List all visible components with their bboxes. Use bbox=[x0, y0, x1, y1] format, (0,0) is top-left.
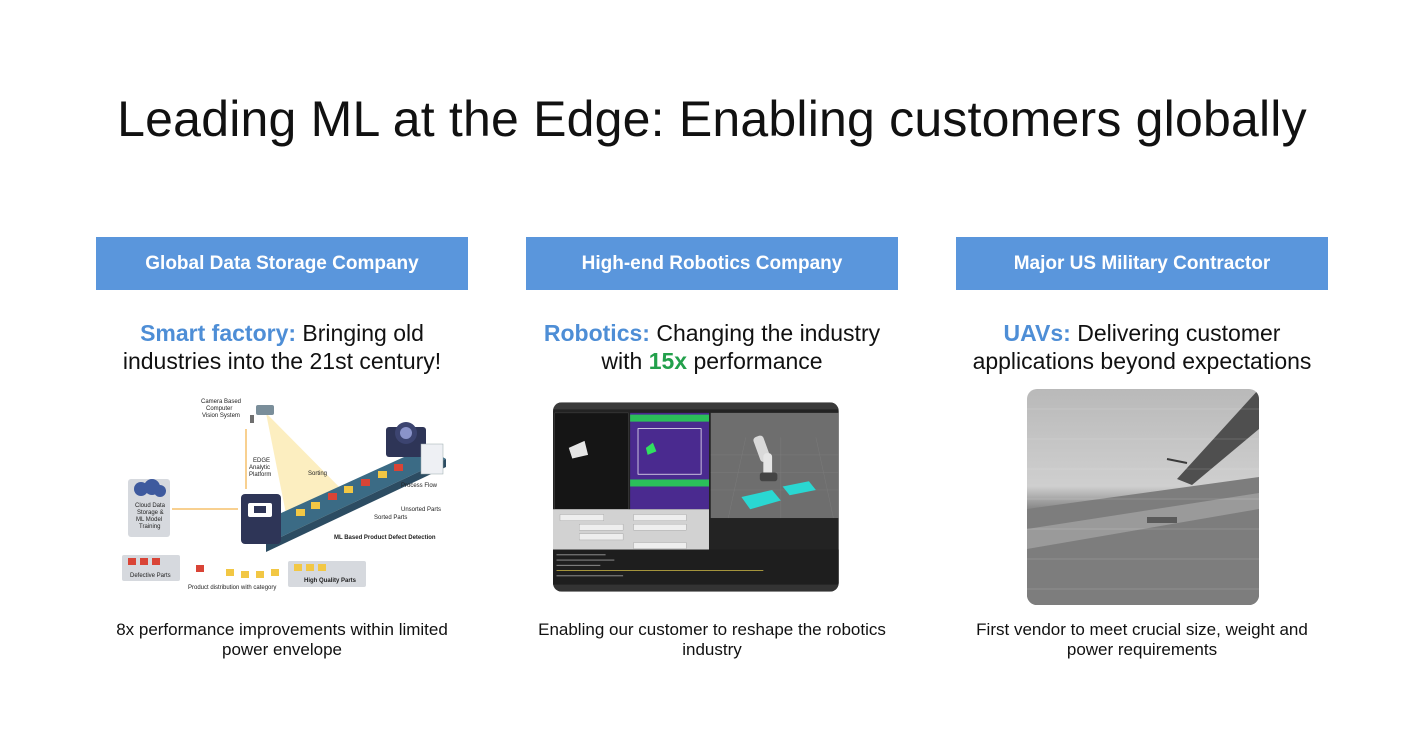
panel-button[interactable] bbox=[633, 514, 687, 521]
cloud-label-3: ML Model bbox=[136, 517, 162, 523]
headline-text: Delivering customer applications beyond … bbox=[972, 320, 1312, 374]
bin-left bbox=[741, 489, 781, 510]
column-header: Global Data Storage Company bbox=[96, 237, 468, 290]
sorted-label: Sorted Parts bbox=[374, 515, 407, 521]
cloud-storage-icon bbox=[128, 479, 170, 537]
console-output bbox=[553, 549, 839, 585]
column-caption: First vendor to meet crucial size, weigh… bbox=[976, 620, 1308, 659]
sorting-label: Sorting bbox=[308, 471, 327, 477]
input-depth-view bbox=[554, 412, 629, 510]
headline-accent: UAVs: bbox=[1003, 320, 1071, 346]
headline-text: Changing the industry with bbox=[601, 320, 881, 374]
conveyor-parts bbox=[296, 464, 403, 516]
edge-label-1: EDGE bbox=[253, 458, 270, 464]
process-flow-label: Process Flow bbox=[401, 483, 438, 489]
edge-platform-icon bbox=[241, 494, 281, 544]
headline-highlight: 15x bbox=[648, 348, 688, 374]
robot-3d-view bbox=[710, 412, 839, 519]
camera-label-2: Computer bbox=[206, 406, 232, 412]
unsorted-label: Unsorted Parts bbox=[401, 507, 441, 513]
camera-label-3: Vision System bbox=[202, 413, 240, 419]
panel-button[interactable] bbox=[579, 523, 624, 531]
panel-button[interactable] bbox=[633, 542, 687, 549]
distribution-parts bbox=[196, 565, 279, 578]
robot-arm-icon bbox=[753, 435, 778, 482]
bin-right bbox=[782, 481, 816, 496]
smart-factory-diagram: Camera Based Computer Vision System Proc… bbox=[122, 399, 446, 591]
defective-parts-bin bbox=[122, 555, 180, 581]
robotics-software-screenshot bbox=[553, 402, 839, 592]
high-quality-label: High Quality Parts bbox=[304, 578, 357, 584]
cloud-label-2: Storage & bbox=[137, 510, 164, 516]
depth-heatmap-view bbox=[630, 412, 709, 510]
high-quality-parts-bin bbox=[288, 561, 366, 587]
column-caption: Enabling our customer to reshape the rob… bbox=[538, 620, 886, 659]
ground-vehicle bbox=[1147, 517, 1177, 523]
slide-title: Leading ML at the Edge: Enabling custome… bbox=[117, 91, 1307, 147]
case-study-uav: Major US Military Contractor UAVs: Deliv… bbox=[956, 237, 1328, 659]
headline-accent: Smart factory: bbox=[140, 320, 297, 346]
edge-label-2: Analytic bbox=[249, 465, 270, 471]
defective-parts-label: Defective Parts bbox=[130, 573, 171, 579]
column-headline: Smart factory: Bringing old industries i… bbox=[96, 319, 468, 375]
aircraft-wing bbox=[1177, 389, 1259, 485]
column-header: High-end Robotics Company bbox=[526, 237, 898, 290]
process-machine bbox=[386, 422, 444, 475]
column-headline: Robotics: Changing the industry with 15x… bbox=[526, 319, 898, 375]
headline-accent: Robotics: bbox=[543, 320, 650, 346]
conveyor-belt bbox=[246, 447, 446, 544]
camera-label-1: Camera Based bbox=[201, 399, 241, 405]
defect-detection-label: ML Based Product Defect Detection bbox=[334, 535, 436, 541]
headline-text: Bringing old industries into the 21st ce… bbox=[122, 320, 442, 374]
case-study-robotics: High-end Robotics Company Robotics: Chan… bbox=[526, 237, 898, 659]
panel-button[interactable] bbox=[579, 533, 624, 541]
cloud-label-1: Cloud Data bbox=[135, 503, 166, 509]
distribution-label: Product distribution with category bbox=[188, 585, 276, 591]
camera-icon bbox=[250, 405, 274, 423]
column-caption: 8x performance improvements within limit… bbox=[116, 620, 448, 659]
column-headline: UAVs: Delivering customer applications b… bbox=[956, 319, 1328, 375]
panel-button[interactable] bbox=[559, 514, 605, 521]
panel-button[interactable] bbox=[633, 523, 687, 531]
headline-end: performance bbox=[687, 348, 823, 374]
column-header: Major US Military Contractor bbox=[956, 237, 1328, 290]
cloud-label-4: Training bbox=[139, 524, 160, 530]
edge-label-3: Platform bbox=[249, 472, 271, 478]
uav-thermal-image bbox=[1027, 389, 1259, 605]
case-study-smart-factory: Global Data Storage Company Smart factor… bbox=[96, 237, 468, 659]
